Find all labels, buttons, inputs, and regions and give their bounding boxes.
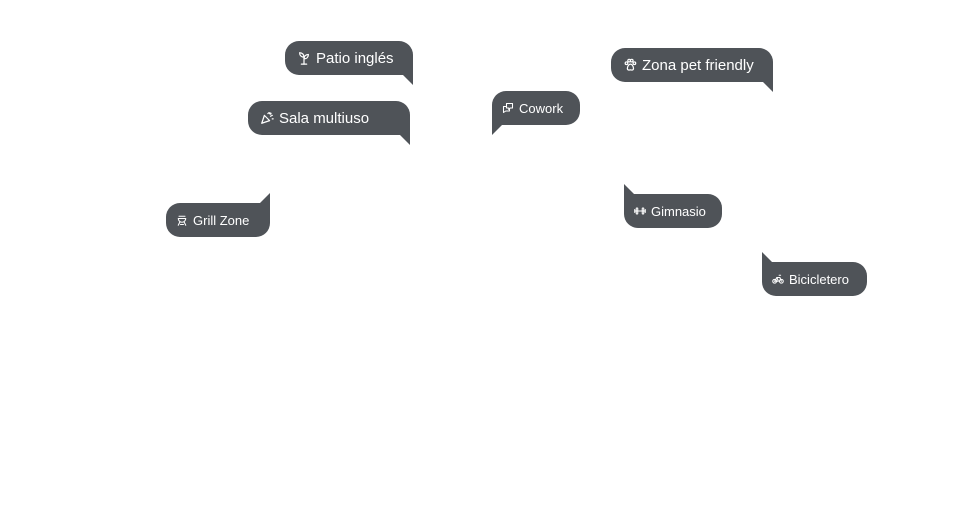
dumbbell-icon xyxy=(634,205,646,217)
amenity-tag-patio-ingles[interactable]: Patio inglés xyxy=(285,41,413,85)
bicycle-icon xyxy=(772,273,784,285)
grill-icon xyxy=(176,214,188,226)
amenity-tag-gimnasio[interactable]: Gimnasio xyxy=(624,184,722,228)
party-popper-icon xyxy=(260,111,274,125)
amenity-tag-bicicletero[interactable]: Bicicletero xyxy=(762,252,867,296)
amenity-tag-label: Gimnasio xyxy=(651,203,706,219)
amenity-tag-cowork[interactable]: Cowork xyxy=(492,91,580,135)
amenity-tag-label: Sala multiuso xyxy=(279,109,370,127)
amenity-tag-sala-multiuso[interactable]: Sala multiuso xyxy=(248,101,410,145)
amenity-tag-grill-zone[interactable]: Grill Zone xyxy=(166,193,270,237)
amenity-tag-label: Bicicletero xyxy=(789,271,849,287)
amenity-tag-label: Cowork xyxy=(519,100,564,116)
amenity-tag-zona-pet-friendly[interactable]: Zona pet friendly xyxy=(611,48,773,92)
paw-icon xyxy=(623,58,637,72)
plant-icon xyxy=(297,51,311,65)
chat-bubbles-icon xyxy=(502,102,514,114)
amenity-tag-label: Grill Zone xyxy=(193,212,250,228)
amenity-tag-label: Patio inglés xyxy=(316,49,394,67)
amenity-tag-label: Zona pet friendly xyxy=(642,56,754,74)
